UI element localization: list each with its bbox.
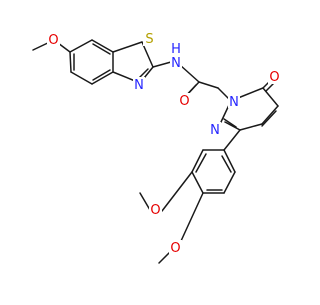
o-methoxy-4: O (169, 240, 182, 256)
bond (161, 171, 193, 212)
o-ketone: O (268, 69, 281, 85)
bond (223, 171, 236, 194)
bond (217, 87, 230, 100)
bond (261, 105, 279, 125)
bond (261, 110, 277, 127)
bond (158, 251, 171, 264)
atom-n-pyridazine-1: N (229, 95, 239, 110)
bond (223, 149, 236, 173)
bond (141, 41, 154, 68)
bond (180, 192, 204, 242)
n-amide: N H (170, 41, 182, 71)
bond (191, 171, 204, 194)
bond (221, 155, 232, 173)
atom-n-thiazole: N (134, 78, 144, 93)
bond (91, 39, 114, 53)
bond (224, 121, 241, 131)
atom-h-amide: H (171, 42, 181, 57)
bond (152, 61, 172, 68)
bond (220, 104, 230, 123)
molecule-canvas: O S N H N O N O N (32, 31, 281, 264)
bond (139, 192, 151, 211)
bond (198, 81, 219, 89)
s-thiazole: S (143, 31, 156, 47)
n-pyridazine-2: N (209, 122, 221, 138)
bond (195, 153, 207, 173)
bond (112, 41, 143, 53)
bond (237, 87, 264, 99)
bond (69, 51, 72, 73)
bond (92, 69, 111, 81)
bonds (32, 39, 279, 264)
o-amide: O (178, 93, 191, 109)
bond (70, 71, 93, 85)
atom-o-ketone: O (269, 70, 279, 85)
atom-o-methoxy-4: O (170, 241, 180, 256)
atom-o-methoxy-top: O (48, 33, 58, 48)
n-thiazole: N (133, 77, 145, 93)
bond (262, 87, 279, 107)
o-methoxy-3: O (149, 202, 162, 218)
bond (91, 71, 114, 85)
o-methoxy-top: O (47, 32, 60, 48)
bond (223, 129, 241, 151)
atom-o-methoxy-3: O (150, 203, 160, 218)
bond (179, 64, 200, 83)
atom-n-pyridazine-2: N (210, 123, 220, 138)
bond (92, 43, 111, 55)
atom-n-amide: N (171, 56, 181, 71)
bond (69, 39, 93, 53)
bond (191, 149, 204, 173)
bond (223, 118, 237, 128)
atom-s-thiazole: S (145, 32, 153, 47)
atom-o-amide: O (179, 94, 189, 109)
n-pyridazine-1: N (228, 94, 240, 110)
bond (239, 123, 263, 131)
atom-labels: O S N H N O N O N (47, 31, 281, 256)
